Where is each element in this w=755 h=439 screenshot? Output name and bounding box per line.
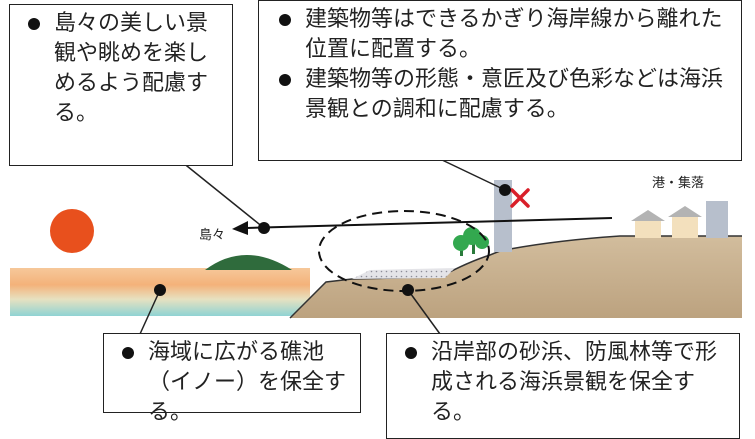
bullet-icon — [28, 18, 40, 30]
marker-dot — [402, 284, 414, 296]
port-label: 港・集落 — [652, 175, 704, 191]
bullet-icon — [279, 14, 291, 26]
callout-buildings: 建築物等はできるかぎり海岸線から離れた位置に配置する。 建築物等の形態・意匠及び… — [258, 0, 742, 161]
arrow-head-icon — [232, 221, 248, 235]
callout-beach: 沿岸部の砂浜、防風林等で形成される海浜景観を保全する。 — [386, 333, 740, 439]
callout-reef: 海域に広がる礁池（イノー）を保全する。 — [103, 333, 361, 425]
bullet-icon — [122, 347, 134, 359]
marker-dot — [499, 184, 511, 196]
windbreak-trees — [453, 227, 489, 256]
village-houses — [631, 201, 728, 238]
callout-item: 建築物等はできるかぎり海岸線から離れた位置に配置する。 — [269, 5, 733, 65]
callout-item: 沿岸部の砂浜、防風林等で形成される海浜景観を保全する。 — [395, 338, 733, 428]
pointer-buildings — [439, 158, 506, 191]
callout-text: 海域に広がる礁池（イノー）を保全する。 — [148, 340, 347, 425]
island-hill — [205, 255, 292, 270]
callout-item: 建築物等の形態・意匠及び色彩などは海浜景観との調和に配慮する。 — [269, 65, 733, 125]
sand-beach — [352, 268, 455, 279]
islands-label: 島々 — [199, 228, 225, 243]
pointer-reef — [139, 289, 161, 335]
pointer-beach — [407, 289, 441, 335]
marker-dot — [154, 284, 166, 296]
bullet-icon — [279, 74, 291, 86]
bullet-icon — [405, 347, 417, 359]
callout-text: 島々の美しい景観や眺めを楽しめるよう配慮する。 — [54, 11, 209, 126]
callout-item: 海域に広がる礁池（イノー）を保全する。 — [112, 338, 354, 428]
x-mark-icon — [510, 188, 530, 208]
callout-text: 建築物等はできるかぎり海岸線から離れた位置に配置する。 — [305, 7, 723, 62]
land — [290, 236, 742, 318]
tall-building — [494, 180, 512, 252]
pointer-islands — [181, 161, 265, 229]
callout-item: 島々の美しい景観や眺めを楽しめるよう配慮する。 — [18, 9, 226, 129]
callout-text: 沿岸部の砂浜、防風林等で形成される海浜景観を保全する。 — [431, 340, 718, 425]
marker-dot — [258, 222, 270, 234]
callout-text: 建築物等の形態・意匠及び色彩などは海浜景観との調和に配慮する。 — [305, 67, 724, 122]
sun — [50, 209, 94, 253]
callout-islands: 島々の美しい景観や眺めを楽しめるよう配慮する。 — [9, 4, 233, 166]
view-arrow — [245, 217, 613, 229]
